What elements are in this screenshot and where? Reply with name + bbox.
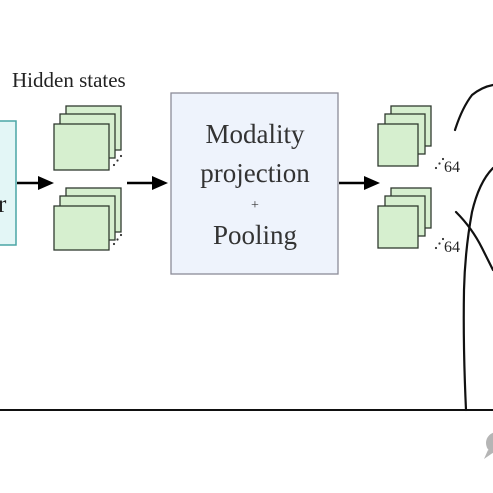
arrow-hidden-to-projection	[127, 176, 168, 190]
arrow-projection-to-output	[339, 176, 380, 190]
box-label-modality: Modality	[206, 119, 305, 149]
output-count-top: 64	[444, 159, 460, 176]
output-ellipsis-top	[434, 157, 445, 170]
box-label-plus: +	[251, 198, 259, 213]
output-ellipsis-bottom	[434, 237, 445, 250]
output-stack-bottom: 64	[377, 187, 460, 256]
hidden-states-label: Hidden states	[12, 68, 126, 92]
hand-drawn-strokes	[453, 83, 493, 412]
encoder-label-fragment: r	[0, 191, 7, 218]
output-count-bottom: 64	[444, 239, 460, 256]
box-label-projection: projection	[200, 158, 310, 188]
encoder-box: r	[0, 120, 17, 246]
output-stack-top: 64	[377, 105, 460, 176]
stack-ellipsis-bottom	[112, 233, 123, 246]
modality-projection-box: Modality projection + Pooling	[170, 92, 339, 275]
stack-ellipsis-top	[112, 154, 123, 167]
box-label-pooling: Pooling	[213, 220, 297, 250]
arrow-encoder-to-hidden	[17, 176, 54, 190]
hidden-states-stack-top	[53, 105, 123, 171]
chat-bubble-icon	[484, 432, 493, 459]
hidden-states-stack-bottom	[53, 187, 123, 251]
